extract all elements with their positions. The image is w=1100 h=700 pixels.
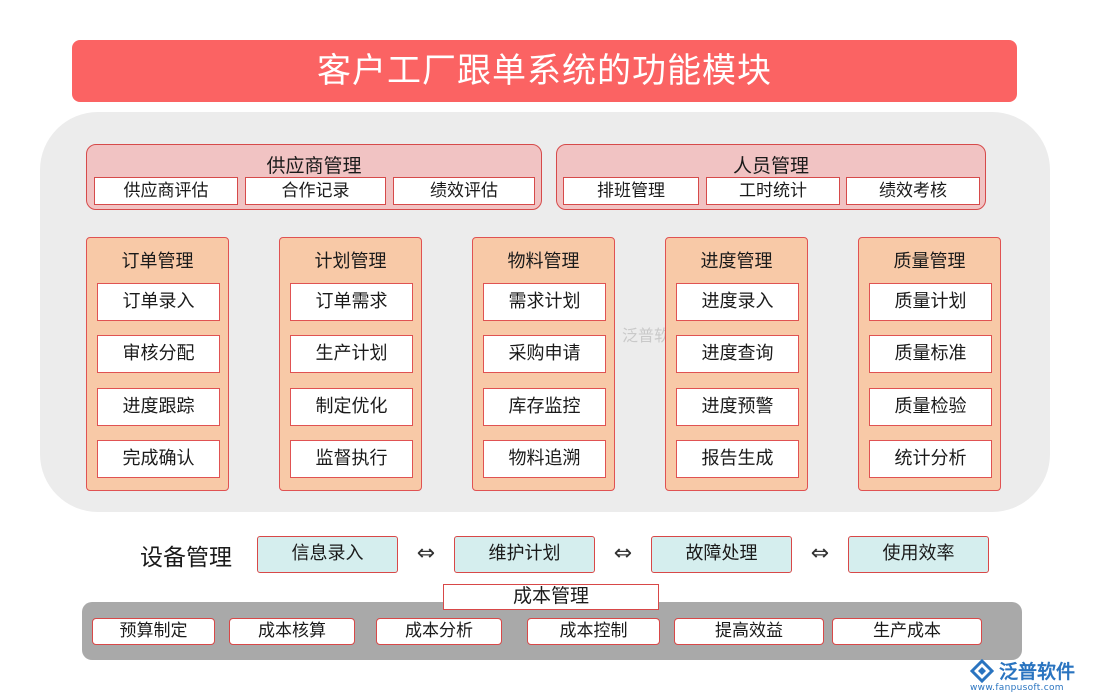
personnel-item: 排班管理 [563,177,699,205]
cost-item: 成本控制 [527,618,660,645]
personnel-management-group: 人员管理 排班管理 工时统计 绩效考核 [556,144,986,210]
fanpusoft-logo: 泛普软件 www.fanpusoft.com [968,657,1093,697]
module-item: 需求计划 [483,283,606,321]
module-title: 进度管理 [700,251,773,272]
bidirectional-arrow-icon: ⇔ [810,541,830,566]
module-item: 质量检验 [869,388,992,426]
equipment-item: 维护计划 [454,536,595,573]
module-item: 报告生成 [676,440,799,478]
supplier-item: 绩效评估 [393,177,535,205]
equipment-item: 使用效率 [848,536,989,573]
fanpu-logo-icon [969,658,995,684]
personnel-item: 绩效考核 [846,177,980,205]
module-title: 质量管理 [893,251,966,272]
module-item: 订单需求 [290,283,413,321]
module-item: 监督执行 [290,440,413,478]
module-item: 制定优化 [290,388,413,426]
module-item: 审核分配 [97,335,220,373]
supplier-item: 供应商评估 [94,177,238,205]
module-item: 进度查询 [676,335,799,373]
bidirectional-arrow-icon: ⇔ [416,541,436,566]
quality-management-module: 质量管理 质量计划 质量标准 质量检验 统计分析 [858,237,1001,491]
equipment-item: 信息录入 [257,536,398,573]
module-item: 统计分析 [869,440,992,478]
module-item: 质量计划 [869,283,992,321]
module-item: 订单录入 [97,283,220,321]
cost-item: 提高效益 [674,618,824,645]
module-item: 进度录入 [676,283,799,321]
material-management-module: 物料管理 需求计划 采购申请 库存监控 物料追溯 [472,237,615,491]
module-item: 库存监控 [483,388,606,426]
personnel-item: 工时统计 [706,177,840,205]
logo-name: 泛普软件 [999,661,1076,683]
order-management-module: 订单管理 订单录入 审核分配 进度跟踪 完成确认 [86,237,229,491]
module-title: 物料管理 [507,251,580,272]
module-item: 进度预警 [676,388,799,426]
module-item: 物料追溯 [483,440,606,478]
logo-url: www.fanpusoft.com [970,683,1064,693]
cost-item: 预算制定 [92,618,215,645]
supplier-management-title: 供应商管理 [266,155,362,177]
bidirectional-arrow-icon: ⇔ [613,541,633,566]
cost-item: 成本核算 [229,618,355,645]
module-title: 计划管理 [314,251,387,272]
plan-management-module: 计划管理 订单需求 生产计划 制定优化 监督执行 [279,237,422,491]
equipment-item: 故障处理 [651,536,792,573]
supplier-item: 合作记录 [245,177,386,205]
module-item: 采购申请 [483,335,606,373]
module-item: 生产计划 [290,335,413,373]
progress-management-module: 进度管理 进度录入 进度查询 进度预警 报告生成 [665,237,808,491]
cost-item: 生产成本 [832,618,982,645]
cost-item: 成本分析 [376,618,502,645]
module-item: 完成确认 [97,440,220,478]
module-title: 订单管理 [121,251,194,272]
page-title: 客户工厂跟单系统的功能模块 [72,40,1017,102]
watermark: 泛普软 [622,326,671,345]
module-item: 进度跟踪 [97,388,220,426]
supplier-management-group: 供应商管理 供应商评估 合作记录 绩效评估 [86,144,542,210]
module-item: 质量标准 [869,335,992,373]
personnel-management-title: 人员管理 [732,155,809,177]
cost-management-title: 成本管理 [443,584,659,610]
equipment-management-label: 设备管理 [140,545,232,571]
